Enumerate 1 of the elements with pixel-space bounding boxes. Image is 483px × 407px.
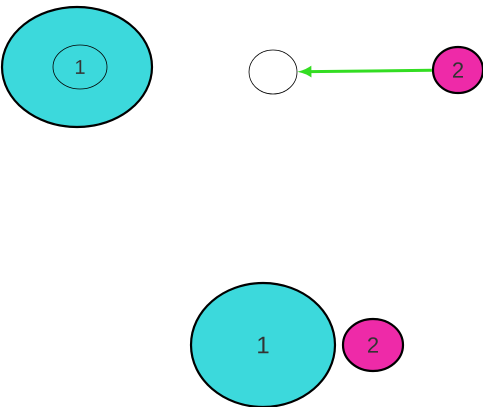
empty-circle [248, 50, 298, 94]
